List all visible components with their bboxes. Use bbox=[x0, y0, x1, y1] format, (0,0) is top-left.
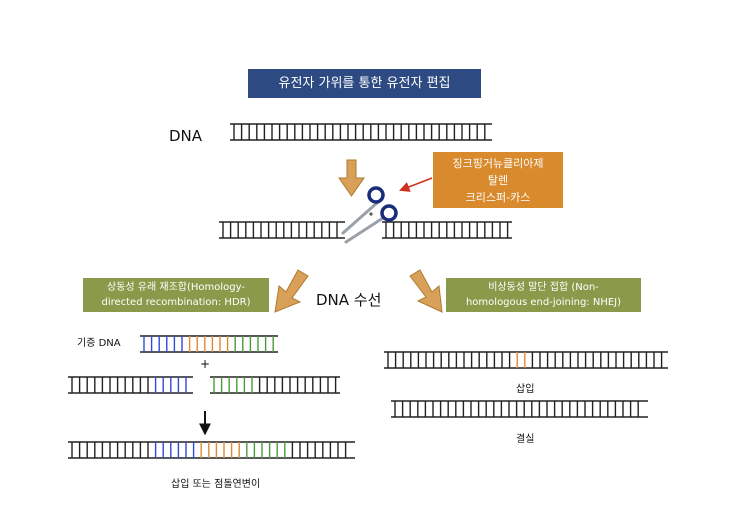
insertion-label: 삽입 bbox=[516, 384, 535, 395]
result-label: 삽입 또는 점돌연변이 bbox=[171, 479, 261, 490]
dna-repair-label: DNA 수선 bbox=[316, 291, 382, 309]
nuclease-types-box: 징크핑거뉴클리아제 탈렌 크리스퍼-카스 bbox=[433, 152, 563, 208]
dna-strand-cut-right bbox=[382, 221, 512, 239]
scissors-icon bbox=[341, 186, 398, 244]
page-title: 유전자 가위를 통한 유전자 편집 bbox=[278, 76, 451, 91]
donor-dna-label: 기증 DNA bbox=[77, 338, 121, 349]
deletion-label: 결실 bbox=[516, 434, 535, 445]
nuclease-talen: 탈렌 bbox=[487, 174, 509, 187]
nhej-insertion-strand bbox=[384, 351, 668, 369]
down-arrow-icon bbox=[409, 269, 443, 313]
nhej-line-2: homologous end-joining: NHEJ) bbox=[465, 297, 622, 308]
hdr-line-1: 상동성 유래 재조합(Homology- bbox=[107, 282, 245, 293]
plus-sign: + bbox=[200, 357, 211, 371]
title-banner: 유전자 가위를 통한 유전자 편집 bbox=[248, 69, 481, 98]
hdr-line-2: directed recombination: HDR) bbox=[101, 297, 251, 308]
nhej-box: 비상동성 말단 접합 (Non- homologous end-joining:… bbox=[446, 278, 641, 312]
nhej-line-1: 비상동성 말단 접합 (Non- bbox=[488, 282, 599, 293]
dna-label: DNA bbox=[169, 127, 203, 145]
donor-dna-strand bbox=[140, 335, 278, 353]
nuclease-zinc-finger: 징크핑거뉴클리아제 bbox=[452, 157, 544, 170]
broken-strand-right bbox=[210, 376, 340, 394]
dna-strand-original bbox=[230, 123, 492, 141]
down-arrow-icon bbox=[338, 159, 365, 197]
pointer-arrow-icon bbox=[399, 177, 433, 192]
nhej-deletion-strand bbox=[391, 400, 648, 418]
dna-strands bbox=[68, 123, 668, 459]
down-arrow-icon bbox=[274, 269, 309, 313]
broken-strand-left bbox=[68, 376, 193, 394]
dna-strand-cut-left bbox=[219, 221, 345, 239]
hdr-result-strand bbox=[68, 441, 355, 459]
hdr-box: 상동성 유래 재조합(Homology- directed recombinat… bbox=[83, 278, 269, 312]
nuclease-crispr-cas: 크리스퍼-카스 bbox=[465, 191, 531, 204]
